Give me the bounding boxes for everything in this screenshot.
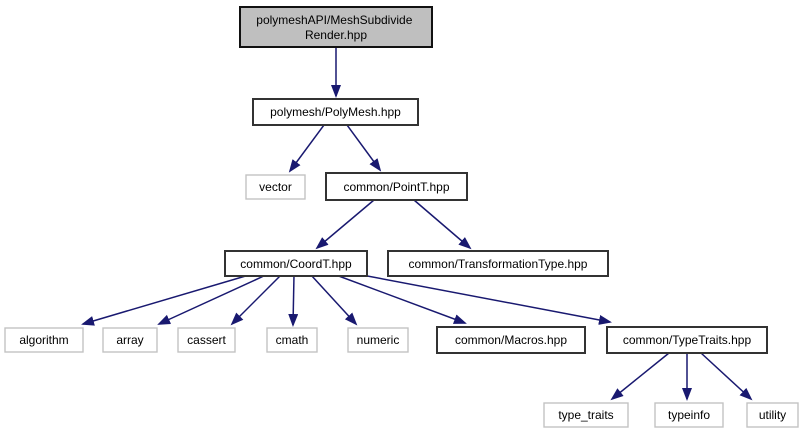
node-transformationtype-box[interactable]	[387, 250, 609, 277]
node-vector-label: vector	[259, 180, 292, 194]
node-macros[interactable]: common/Macros.hpp	[436, 326, 586, 354]
node-polymesh[interactable]: polymesh/PolyMesh.hpp	[252, 98, 419, 126]
edge-coordt-to-typetraits	[361, 274, 612, 325]
edge-typetraits-to-type-traits	[610, 352, 670, 401]
node-vector: vector	[245, 174, 306, 200]
edge-coordt-to-cmath	[288, 274, 299, 327]
node-utility: utility	[746, 402, 799, 428]
node-array-label: array	[116, 333, 143, 347]
node-numeric-label: numeric	[357, 333, 400, 347]
node-cmath: cmath	[266, 327, 318, 353]
node-typetraits-box[interactable]	[606, 326, 768, 354]
edge-coordt-to-numeric	[310, 274, 358, 326]
node-type-traits: type_traits	[543, 402, 629, 428]
node-array: array	[102, 327, 158, 353]
node-cmath-label: cmath	[276, 333, 309, 347]
edge-coordt-to-cassert	[230, 274, 282, 326]
edge-polymesh-to-pointt	[346, 124, 382, 172]
node-algorithm: algorithm	[4, 327, 84, 353]
node-coordt-label[interactable]: common/CoordT.hpp	[240, 257, 352, 271]
node-main-box	[239, 6, 433, 48]
node-main-label: polymeshAPI/MeshSubdivide Render.hpp	[256, 13, 415, 42]
node-transformationtype-label[interactable]: common/TransformationType.hpp	[409, 257, 588, 271]
edge-pointt-to-coordt	[315, 199, 375, 250]
node-main: polymeshAPI/MeshSubdivide Render.hpp	[239, 6, 433, 48]
node-transformationtype[interactable]: common/TransformationType.hpp	[387, 250, 609, 277]
node-cmath-box	[266, 327, 318, 353]
node-vector-box	[245, 174, 306, 200]
node-cassert-box	[177, 327, 236, 353]
node-macros-label[interactable]: common/Macros.hpp	[455, 333, 567, 347]
node-polymesh-box[interactable]	[252, 98, 419, 126]
edge-polymesh-to-vector	[288, 124, 325, 173]
node-algorithm-label: algorithm	[19, 333, 68, 347]
node-algorithm-box	[4, 327, 84, 353]
node-numeric-box	[347, 327, 409, 353]
node-cassert-label: cassert	[187, 333, 226, 347]
edge-coordt-to-macros	[335, 274, 467, 324]
node-typetraits-label[interactable]: common/TypeTraits.hpp	[623, 333, 752, 347]
node-typeinfo-box	[654, 402, 724, 428]
node-macros-box[interactable]	[436, 326, 586, 354]
node-polymesh-label[interactable]: polymesh/PolyMesh.hpp	[270, 105, 401, 119]
node-numeric: numeric	[347, 327, 409, 353]
edge-typetraits-to-utility	[700, 352, 753, 401]
node-pointt-box[interactable]	[325, 172, 468, 201]
node-type-traits-label: type_traits	[558, 408, 613, 422]
node-typetraits[interactable]: common/TypeTraits.hpp	[606, 326, 768, 354]
node-cassert: cassert	[177, 327, 236, 353]
node-pointt-label[interactable]: common/PointT.hpp	[343, 180, 449, 194]
node-array-box	[102, 327, 158, 353]
node-coordt[interactable]: common/CoordT.hpp	[224, 250, 368, 277]
node-utility-label: utility	[759, 408, 786, 422]
edge-coordt-to-algorithm	[81, 274, 250, 326]
edge-coordt-to-array	[157, 274, 267, 325]
node-typeinfo: typeinfo	[654, 402, 724, 428]
node-type-traits-box	[543, 402, 629, 428]
edge-pointt-to-transformationtype	[413, 199, 472, 250]
node-pointt[interactable]: common/PointT.hpp	[325, 172, 468, 201]
node-typeinfo-label: typeinfo	[668, 408, 710, 422]
edge-group	[81, 47, 753, 401]
node-coordt-box[interactable]	[224, 250, 368, 277]
node-utility-box	[746, 402, 799, 428]
